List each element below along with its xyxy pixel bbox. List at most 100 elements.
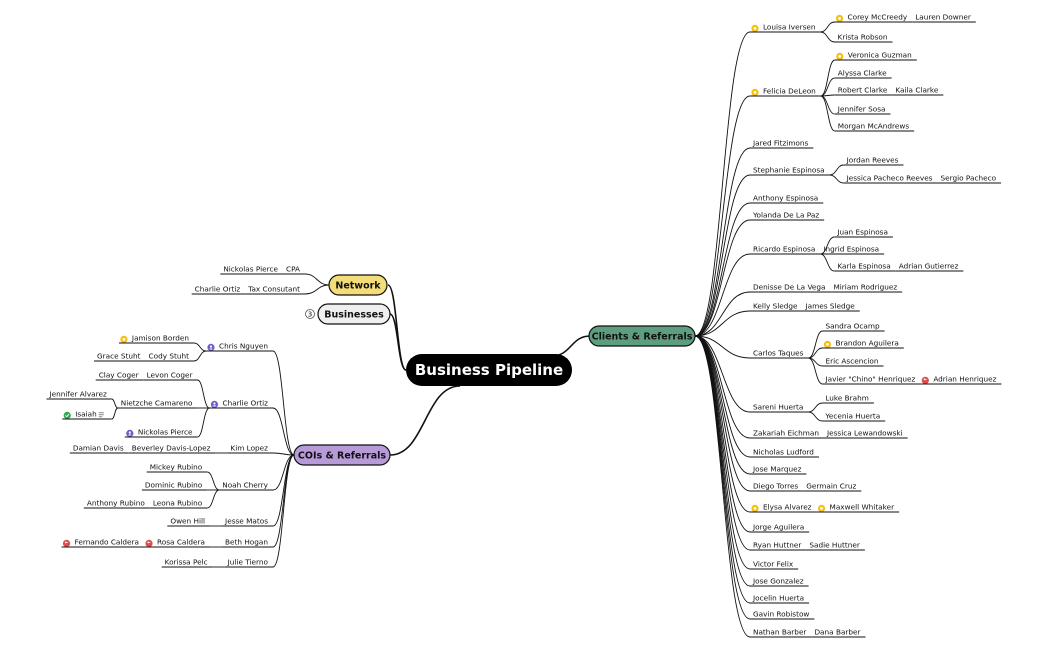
node-sandra-ocamp[interactable]: Sandra Ocamp	[822, 321, 885, 332]
node-dominic-rubino[interactable]: Dominic Rubino	[141, 480, 208, 491]
connector-line	[808, 330, 823, 359]
node-lauren-downer[interactable]: Lauren Downer	[912, 12, 976, 23]
connector-line	[694, 335, 751, 359]
node-maxwell-whitaker[interactable]: Maxwell Whitaker	[816, 502, 900, 513]
node-label: Brandon Aguilera	[835, 338, 898, 347]
node-eric-ascencion[interactable]: Eric Ascencion	[822, 356, 884, 367]
node-grace-stuht[interactable]: Grace Stuht	[93, 351, 146, 362]
node-ingrid-espinosa[interactable]: Ingrid Espinosa	[820, 244, 885, 255]
node-adrian-henriquez[interactable]: Adrian Henriquez	[920, 374, 1002, 385]
node-jose-marquez[interactable]: Jose Marquez	[750, 464, 807, 475]
connector-line	[694, 335, 751, 551]
node-jamison-borden[interactable]: Jamison Borden	[118, 333, 194, 344]
node-jessica-lewandowski[interactable]: Jessica Lewandowski	[823, 428, 908, 439]
node-diego-torres[interactable]: Diego Torres	[750, 481, 804, 492]
node-nietzche-camareno[interactable]: Nietzche Camareno	[117, 398, 198, 409]
node-victor-felix[interactable]: Victor Felix	[750, 559, 799, 570]
node-jennifer-sosa[interactable]: Jennifer Sosa	[834, 104, 891, 115]
node-cpa[interactable]: CPA	[282, 264, 305, 275]
node-nickolas-pierce[interactable]: Nickolas Pierce	[220, 264, 283, 275]
node-anthony-rubino[interactable]: Anthony Rubino	[83, 498, 150, 509]
node-denisse-de-la-vega[interactable]: Denisse De La Vega	[750, 282, 831, 293]
node-gavin-robistow[interactable]: Gavin Robistow	[750, 609, 815, 620]
node-javier-chino-henriquez[interactable]: Javier "Chino" Henriquez	[822, 374, 921, 385]
node-ryan-huttner[interactable]: Ryan Huttner	[750, 540, 807, 551]
node-beverley-davis-lopez[interactable]: Beverley Davis-Lopez	[128, 443, 216, 454]
node-kaila-clarke[interactable]: Kaila Clarke	[892, 85, 944, 96]
node-yolanda-de-la-paz[interactable]: Yolanda De La Paz	[750, 210, 825, 221]
node-jose-gonzalez[interactable]: Jose Gonzalez	[750, 576, 809, 587]
node-karla-espinosa[interactable]: Karla Espinosa	[834, 261, 896, 272]
node-ricardo-espinosa[interactable]: Ricardo Espinosa	[750, 244, 821, 255]
node-felicia-deleon[interactable]: Felicia DeLeon	[750, 86, 821, 97]
node-rosa-caldera[interactable]: Rosa Caldera	[144, 537, 211, 548]
node-chris-nguyen[interactable]: Chris Nguyen	[205, 341, 273, 352]
businesses-count-badge[interactable]: 3	[305, 309, 315, 319]
node-owen-hill[interactable]: Owen Hill	[167, 516, 211, 527]
node-sareni-huerta[interactable]: Sareni Huerta	[750, 402, 809, 413]
node-damian-davis[interactable]: Damian Davis	[69, 443, 129, 454]
node-brandon-aguilera[interactable]: Brandon Aguilera	[822, 338, 904, 349]
topic-clients[interactable]: Clients & Referrals	[588, 325, 696, 347]
node-jessica-pacheco-reeves[interactable]: Jessica Pacheco Reeves	[843, 173, 938, 184]
connector-line	[197, 407, 210, 438]
node-isaiah[interactable]: Isaiah	[62, 409, 112, 420]
node-morgan-mcandrews[interactable]: Morgan McAndrews	[834, 121, 915, 132]
node-jordan-reeves[interactable]: Jordan Reeves	[843, 155, 904, 166]
node-juan-espinosa[interactable]: Juan Espinosa	[834, 227, 893, 238]
node-levon-coger[interactable]: Levon Coger	[143, 370, 198, 381]
node-jorge-aguilera[interactable]: Jorge Aguilera	[750, 522, 810, 533]
node-jesse-matos[interactable]: Jesse Matos	[222, 516, 273, 527]
node-sergio-pacheco[interactable]: Sergio Pacheco	[937, 173, 1002, 184]
connector-line	[808, 402, 823, 413]
node-label: Jessica Pacheco Reeves	[846, 173, 933, 182]
node-nicholas-ludford[interactable]: Nicholas Ludford	[750, 447, 819, 458]
node-robert-clarke[interactable]: Robert Clarke	[834, 85, 893, 96]
node-yecenia-huerta[interactable]: Yecenia Huerta	[822, 411, 886, 422]
node-anthony-espinosa[interactable]: Anthony Espinosa	[750, 193, 824, 204]
node-jocelin-huerta[interactable]: Jocelin Huerta	[750, 593, 810, 604]
node-james-sledge[interactable]: James Sledge	[802, 301, 860, 312]
node-korissa-pelc[interactable]: Korissa Pelc	[161, 557, 213, 568]
topic-cois[interactable]: COIs & Referrals	[293, 444, 391, 466]
topic-network[interactable]: Network	[328, 274, 388, 296]
node-adrian-gutierrez[interactable]: Adrian Gutierrez	[895, 261, 964, 272]
node-nathan-barber[interactable]: Nathan Barber	[750, 627, 812, 638]
node-miriam-rodriguez[interactable]: Miriam Rodriguez	[830, 282, 903, 293]
node-alyssa-clarke[interactable]: Alyssa Clarke	[834, 68, 892, 79]
node-label: Miriam Rodriguez	[833, 282, 897, 291]
node-germain-cruz[interactable]: Germain Cruz	[803, 481, 862, 492]
node-noah-cherry[interactable]: Noah Cherry	[219, 480, 273, 491]
star-icon	[751, 504, 759, 512]
node-charlie-ortiz[interactable]: Charlie Ortiz	[209, 398, 273, 409]
person-icon	[207, 343, 215, 351]
node-tax-consutant[interactable]: Tax Consutant	[245, 284, 305, 295]
node-fernando-caldera[interactable]: Fernando Caldera	[61, 537, 145, 548]
node-jared-fitzimons[interactable]: Jared Fitzimons	[750, 138, 814, 149]
node-jennifer-alvarez[interactable]: Jennifer Alvarez	[46, 389, 112, 400]
node-carlos-taques[interactable]: Carlos Taques	[750, 348, 809, 359]
node-kim-lopez[interactable]: Kim Lopez	[227, 443, 273, 454]
node-krista-robson[interactable]: Krista Robson	[834, 32, 893, 43]
node-julie-tierno[interactable]: Julie Tierno	[224, 557, 273, 568]
node-cody-stuht[interactable]: Cody Stuht	[145, 351, 194, 362]
node-veronica-guzman[interactable]: Veronica Guzman	[834, 50, 917, 61]
node-elysa-alvarez[interactable]: Elysa Alvarez	[750, 502, 817, 513]
node-clay-coger[interactable]: Clay Coger	[95, 370, 144, 381]
node-kelly-sledge[interactable]: Kelly Sledge	[750, 301, 803, 312]
topic-businesses[interactable]: Businesses	[317, 303, 391, 325]
node-louisa-iversen[interactable]: Louisa Iversen	[750, 22, 821, 33]
node-sadie-huttner[interactable]: Sadie Huttner	[806, 540, 865, 551]
node-dana-barber[interactable]: Dana Barber	[811, 627, 866, 638]
node-beth-hogan[interactable]: Beth Hogan	[222, 537, 273, 548]
node-charlie-ortiz[interactable]: Charlie Ortiz	[191, 284, 246, 295]
node-leona-rubino[interactable]: Leona Rubino	[149, 498, 208, 509]
node-nickolas-pierce[interactable]: Nickolas Pierce	[124, 427, 198, 438]
central-topic[interactable]: Business Pipeline	[406, 354, 572, 386]
node-corey-mccreedy[interactable]: Corey McCreedy	[834, 12, 913, 23]
node-mickey-rubino[interactable]: Mickey Rubino	[146, 462, 208, 473]
node-luke-brahm[interactable]: Luke Brahm	[822, 393, 874, 404]
connector-line	[820, 21, 835, 33]
node-stephanie-espinosa[interactable]: Stephanie Espinosa	[750, 165, 830, 176]
node-zakariah-eichman[interactable]: Zakariah Eichman	[750, 428, 824, 439]
